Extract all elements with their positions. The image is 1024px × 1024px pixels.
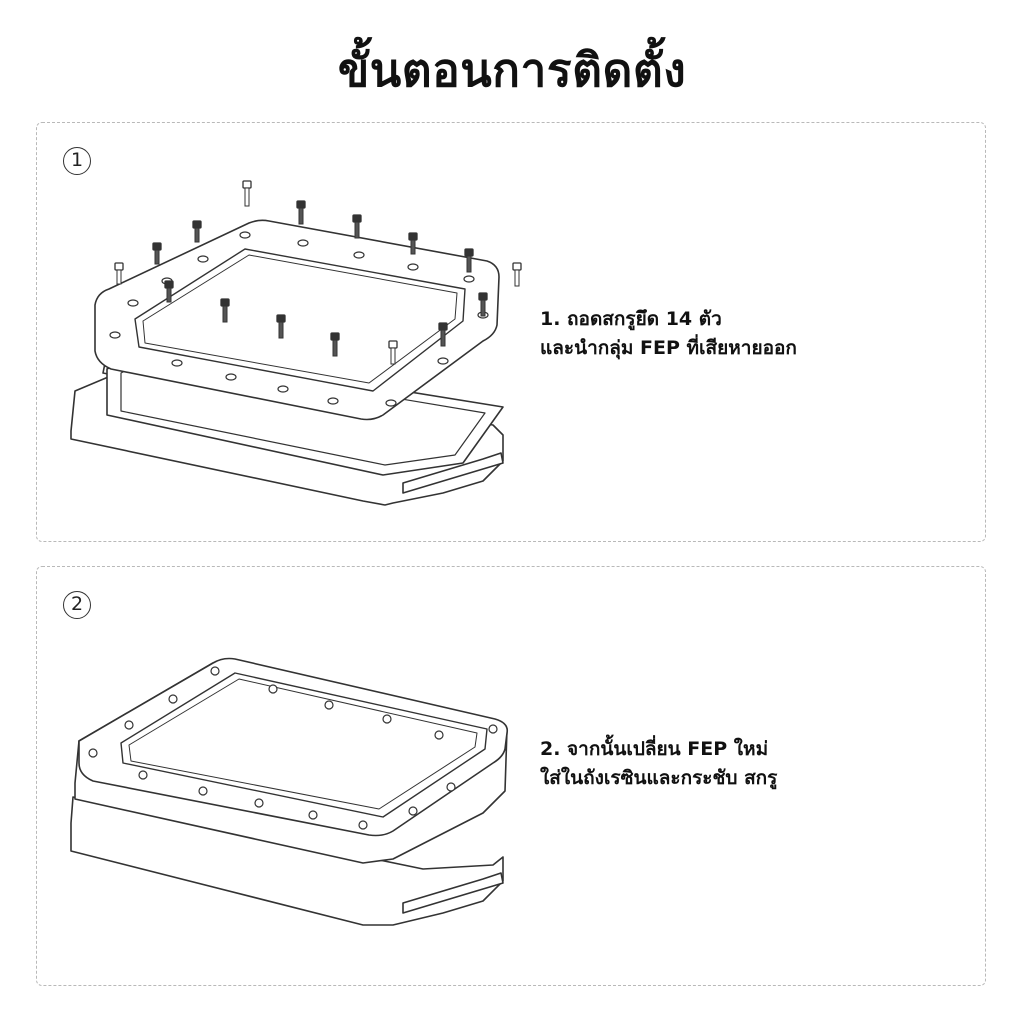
- screw: [408, 232, 418, 255]
- screw: [192, 220, 202, 243]
- screw: [388, 340, 398, 365]
- step-2-panel: 2: [36, 566, 986, 986]
- page-title: ขั้นตอนการติดตั้ง: [337, 43, 687, 97]
- screw: [242, 180, 252, 207]
- screw: [152, 242, 162, 265]
- screw: [114, 262, 124, 285]
- step-1-line-1: 1. ถอดสกรูยึด 14 ตัว: [540, 308, 722, 330]
- screw: [276, 314, 286, 339]
- screw: [352, 214, 362, 239]
- vat-handle: [402, 872, 504, 914]
- step-1-line-2: และนำกลุ่ม FEP ที่เสียหายออก: [540, 337, 797, 359]
- fep-window: [120, 672, 488, 818]
- step-1-instruction: 1. ถอดสกรูยึด 14 ตัว และนำกลุ่ม FEP ที่เ…: [540, 305, 797, 363]
- screw: [512, 262, 522, 287]
- screw: [438, 322, 448, 347]
- screw: [296, 200, 306, 225]
- vat-handle: [402, 452, 504, 494]
- resin-vat-assembled-illustration: [70, 657, 509, 926]
- screw: [478, 292, 488, 317]
- step-2-number: 2: [63, 591, 91, 619]
- screw: [464, 248, 474, 273]
- screws: [114, 180, 522, 365]
- step-1-panel: 1: [36, 122, 986, 542]
- step-2-instruction: 2. จากนั้นเปลี่ยน FEP ใหม่ ใส่ในถังเรซิน…: [540, 735, 777, 793]
- step-2-line-1: 2. จากนั้นเปลี่ยน FEP ใหม่: [540, 738, 769, 760]
- screw: [220, 298, 230, 323]
- frame-holes: [109, 231, 489, 407]
- resin-vat-exploded-illustration: [70, 180, 522, 506]
- screw: [330, 332, 340, 357]
- screw: [164, 280, 174, 303]
- frame-screws: [88, 666, 498, 830]
- step-2-line-2: ใส่ในถังเรซินและกระชับ สกรู: [540, 767, 778, 789]
- step-1-number: 1: [63, 147, 91, 175]
